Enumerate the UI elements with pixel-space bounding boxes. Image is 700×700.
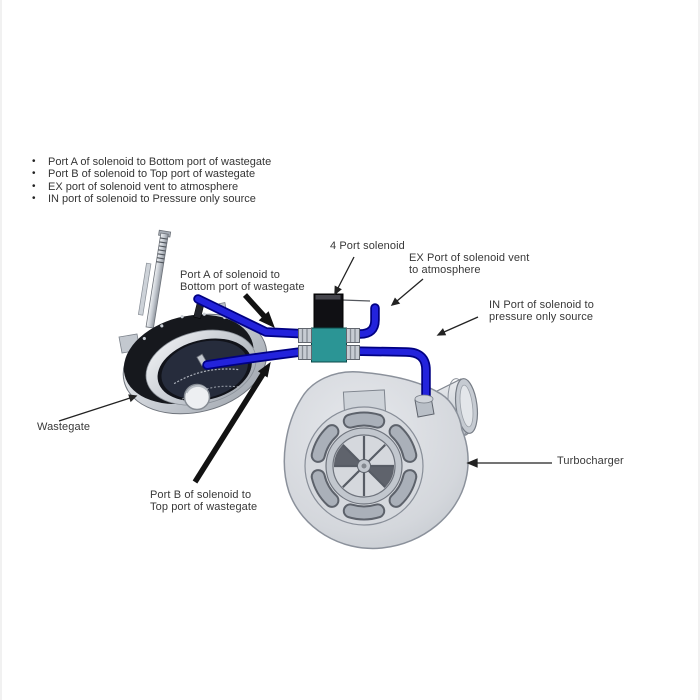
annotation-arrows	[58, 256, 552, 484]
label-ex-port: EX Port of solenoid vent to atmosphere	[409, 252, 530, 276]
solenoid-fitting-port-a	[298, 345, 312, 360]
instruction-list: • Port A of solenoid to Bottom port of wa…	[32, 156, 271, 206]
leader-arrow-wastegate	[58, 394, 138, 422]
thick-arrow-port-a	[242, 293, 275, 328]
leader-arrow-in-port	[436, 316, 479, 336]
label-port-a: Port A of solenoid to Bottom port of was…	[180, 269, 305, 293]
solenoid-fitting-in	[346, 345, 360, 360]
instruction-text: Port B of solenoid to Top port of wasteg…	[48, 168, 256, 181]
label-in-port: IN Port of solenoid to pressure only sou…	[489, 299, 594, 323]
label-wastegate: Wastegate	[37, 421, 91, 433]
solenoid-coil-top	[315, 295, 341, 300]
list-item: • EX port of solenoid vent to atmosphere	[32, 181, 271, 193]
solenoid	[298, 293, 371, 363]
bullet-icon: •	[32, 168, 36, 180]
instruction-text: Port A of solenoid to Bottom port of was…	[48, 156, 272, 168]
instruction-text: EX port of solenoid vent to atmosphere	[48, 180, 239, 193]
bullet-icon: •	[32, 193, 36, 205]
solenoid-body	[311, 327, 347, 363]
wastegate-canister	[118, 302, 268, 415]
turbocharger-housing	[283, 371, 479, 550]
list-item: • Port A of solenoid to Bottom port of wa…	[32, 156, 271, 168]
compressor-inlet-slots	[310, 411, 418, 521]
label-4-port-solenoid: 4 Port solenoid	[330, 240, 405, 252]
bullet-icon: •	[32, 156, 36, 167]
label-port-b: Port B of solenoid to Top port of wasteg…	[150, 489, 258, 513]
bullet-icon: •	[32, 180, 36, 192]
solenoid-fitting-ex	[346, 328, 360, 343]
label-turbocharger: Turbocharger	[557, 455, 624, 467]
solenoid-fitting-port-b	[298, 328, 312, 343]
solenoid-terminal-wire	[341, 299, 371, 302]
leader-arrows	[58, 256, 552, 468]
boost-nipple	[414, 394, 435, 418]
wastegate-brand-text-hint	[173, 368, 239, 385]
list-item: • IN port of solenoid to Pressure only so…	[32, 193, 271, 205]
instruction-text: IN port of solenoid to Pressure only sou…	[48, 193, 256, 206]
list-item: • Port B of solenoid to Top port of waste…	[32, 168, 271, 180]
hoses	[193, 294, 431, 406]
rod-threads	[156, 237, 168, 264]
leader-arrow-ex-port	[390, 278, 424, 306]
leader-arrow-solenoid	[334, 256, 355, 296]
solenoid-fittings	[298, 328, 360, 360]
wastegate-actuator-rod	[137, 229, 172, 329]
thick-arrow-port-b	[192, 361, 271, 484]
leader-arrow-turbocharger	[466, 458, 552, 468]
wastegate-diaphragm-hole	[183, 383, 211, 411]
